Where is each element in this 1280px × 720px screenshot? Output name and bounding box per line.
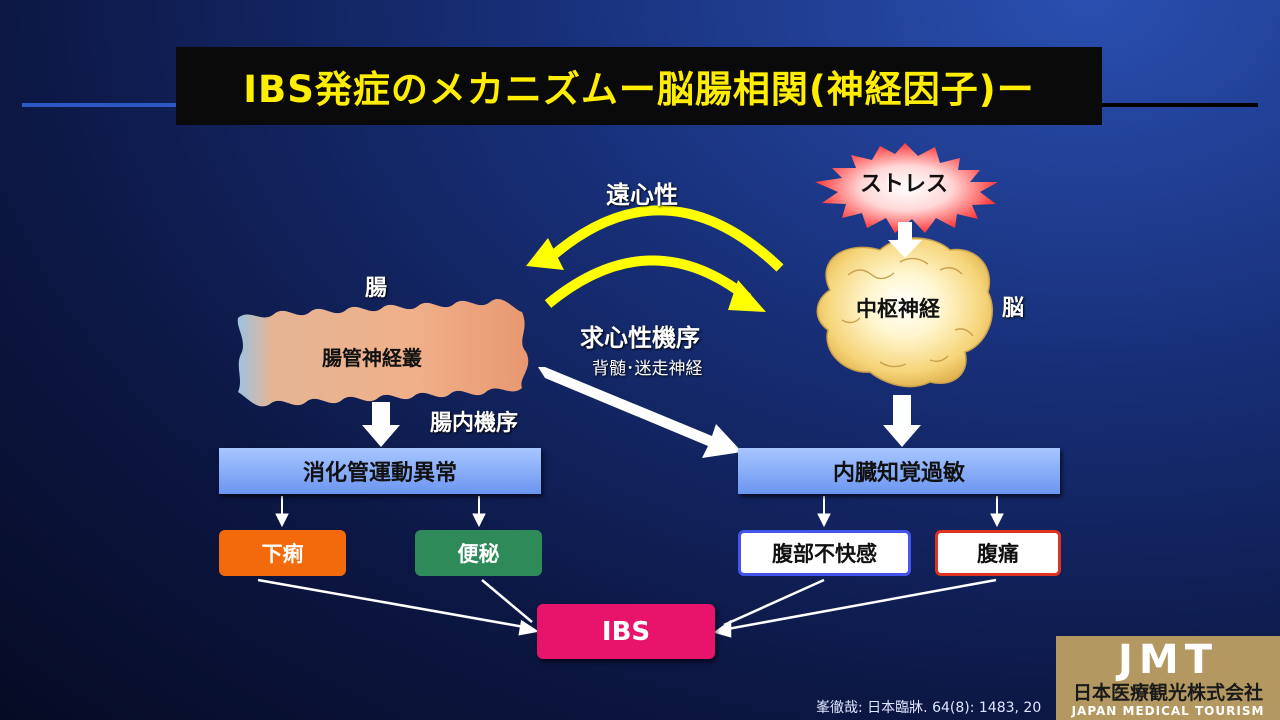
constipation-box: 便秘 [415, 530, 542, 576]
stress-to-cns-arrow [888, 222, 922, 258]
stress-label: ストレス [860, 172, 949, 197]
page-title: IBS発症のメカニズムー脳腸相関(神経因子)ー [243, 68, 1035, 111]
constipation-label: 便秘 [457, 542, 500, 566]
cns-label: 中枢神経 [856, 297, 940, 321]
logo-company: 日本医療観光株式会社 [1072, 682, 1263, 704]
afferent-curved-arrow [544, 255, 752, 308]
diarrhea-label: 下痢 [261, 542, 304, 566]
title-banner: IBS発症のメカニズムー脳腸相関(神経因子)ー [176, 47, 1102, 125]
efferent-arrowhead [526, 238, 564, 270]
converging-arrows [257, 578, 997, 638]
intraintestinal-label: 腸内機序 [430, 411, 519, 436]
afferent-arrowhead [728, 280, 766, 312]
efferent-label: 遠心性 [606, 181, 678, 209]
logo-mark: JMT [1118, 637, 1218, 683]
gut-to-gi-arrow [362, 402, 400, 447]
enteric-plexus-label: 腸管神経叢 [322, 346, 422, 370]
gut-to-visceral-diagonal-arrow [538, 367, 742, 458]
gi-motility-box: 消化管運動異常 [219, 448, 541, 494]
ibs-label: IBS [601, 616, 651, 647]
visceral-hypersensitivity-box: 内臓知覚過敏 [738, 448, 1060, 494]
citation: 峯徹哉: 日本臨牀. 64(8): 1483, 20 [816, 700, 1042, 716]
gi-motility-label: 消化管運動異常 [302, 461, 457, 486]
header-rule-right [1100, 103, 1258, 107]
abdominal-pain-label: 腹痛 [977, 542, 1019, 566]
abdominal-discomfort-label: 腹部不快感 [772, 542, 877, 566]
diarrhea-box: 下痢 [219, 530, 346, 576]
efferent-curved-arrow [546, 205, 784, 272]
enteric-plexus-shape [237, 298, 529, 407]
brain-label: 脳 [1002, 296, 1025, 321]
thin-down-arrows [275, 496, 1004, 528]
jmt-logo: JMT 日本医療観光株式会社 JAPAN MEDICAL TOURISM [1056, 636, 1280, 720]
abdominal-pain-box: 腹痛 [935, 530, 1061, 576]
intestine-label: 腸 [365, 276, 388, 301]
logo-english: JAPAN MEDICAL TOURISM [1071, 704, 1265, 718]
afferent-sub-label: 背髄･迷走神経 [592, 359, 703, 379]
brain-illustration [816, 237, 993, 388]
afferent-label: 求心性機序 [580, 324, 700, 352]
cns-to-visceral-arrow [883, 395, 921, 447]
visceral-hypersensitivity-label: 内臓知覚過敏 [832, 461, 965, 486]
header-rule-left [22, 103, 182, 107]
abdominal-discomfort-box: 腹部不快感 [738, 530, 911, 576]
stress-starburst [815, 143, 998, 233]
ibs-box: IBS [537, 604, 715, 659]
